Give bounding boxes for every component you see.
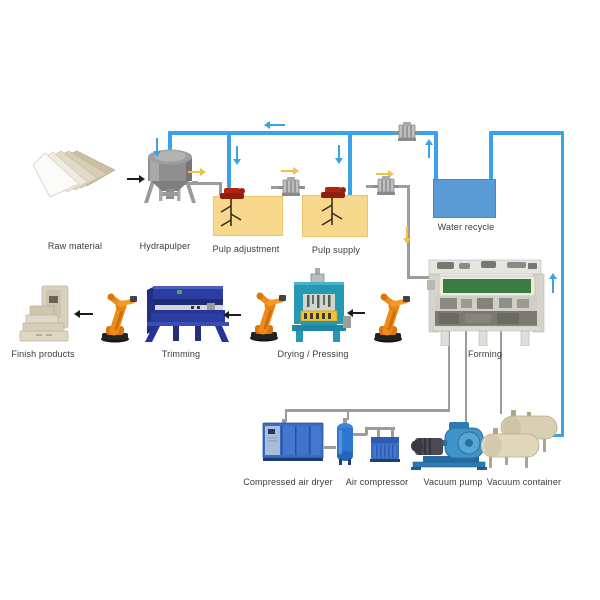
robot-arm-illustration [374, 293, 410, 343]
pump-icon [278, 177, 304, 196]
material-flow-left-arrow-icon [80, 313, 93, 315]
vacuum-pump-label: Vacuum pump [423, 477, 483, 487]
water-recycle-label: Water recycle [437, 222, 495, 232]
water-pipe-hydrapulper-drop [168, 131, 172, 153]
air-pipe-manifold-riser [365, 427, 368, 435]
raw-material-label: Raw material [47, 241, 103, 251]
compressed-air-dryer-label: Compressed air dryer [243, 477, 333, 487]
water-pipe-recycle-inlet [434, 131, 438, 181]
water-pipe-top-main [168, 131, 438, 135]
drying-pressing-machine-illustration [292, 268, 351, 342]
water-flow-down-arrow-icon [156, 138, 158, 151]
pulp-pipe-forming-in [407, 276, 435, 279]
pulp-pipe-forming-drop [407, 185, 410, 278]
air-pipe-tank-drop [346, 409, 349, 420]
water-pipe-adjustment-drop [227, 131, 231, 198]
agitator-icon [220, 188, 245, 227]
pulp-flow-right-arrow-icon [188, 171, 200, 173]
air-pipe-forming-left [447, 330, 450, 411]
finish-products-illustration [19, 285, 69, 342]
finish-products-label: Finish products [11, 349, 75, 359]
material-flow-left-arrow-icon [353, 312, 365, 314]
pulp-adjustment-tank [213, 196, 283, 236]
pulp-adjustment-label: Pulp adjustment [212, 244, 280, 254]
air-pipe-horizontal [285, 409, 450, 412]
air-compressor-unit-illustration [370, 437, 400, 462]
trimming-label: Trimming [161, 349, 201, 359]
robot-arm-illustration [250, 292, 286, 342]
water-pipe-recycle-outlet [489, 131, 493, 181]
water-recycle-tank [433, 179, 496, 218]
forming-label: Forming [467, 349, 503, 359]
air-receiver-tank-illustration [337, 418, 353, 465]
hydrapulper-illustration [144, 149, 198, 203]
vacuum-pipe-pump-drop [464, 330, 467, 425]
pulp-supply-label: Pulp supply [311, 245, 361, 255]
pulp-supply-tank [302, 195, 368, 237]
water-flow-down-arrow-icon [338, 145, 340, 158]
pulp-flow-down-arrow-icon [406, 226, 408, 238]
hydrapulper-label: Hydrapulper [139, 241, 191, 251]
compressed-air-dryer-illustration [262, 419, 324, 461]
water-flow-left-arrow-icon [270, 124, 285, 126]
material-flow-left-arrow-icon [229, 314, 241, 316]
vacuum-container-label: Vacuum container [486, 477, 562, 487]
pulp-pipe-hydrapulper-out [183, 182, 221, 185]
air-pipe-manifold-leg-1 [377, 427, 380, 438]
drying-pressing-label: Drying / Pressing [277, 349, 349, 359]
pulp-flow-right-arrow-icon [281, 170, 293, 172]
trimming-machine-illustration [145, 286, 229, 342]
vacuum-container-illustration [481, 410, 558, 468]
air-compressor-label: Air compressor [345, 477, 409, 487]
water-pipe-supply-drop [348, 131, 352, 197]
vacuum-pipe-container-drop [499, 330, 502, 414]
water-pipe-top-right [489, 131, 564, 135]
pulp-flow-right-arrow-icon [376, 173, 388, 175]
pump-icon [394, 122, 420, 141]
pulp-pipe-adjustment-in [219, 182, 222, 198]
robot-arm-illustration [101, 293, 137, 343]
material-flow-right-arrow-icon [127, 178, 139, 180]
water-pipe-right-riser [560, 131, 564, 437]
raw-material-illustration [33, 151, 116, 198]
water-flow-up-arrow-icon [428, 145, 430, 158]
air-pipe-dryer-drop [284, 409, 287, 422]
air-pipe-manifold-leg-2 [391, 427, 394, 438]
agitator-icon [321, 187, 346, 226]
air-pipe-tank-to-compressor [353, 433, 367, 436]
pump-icon [373, 176, 399, 195]
water-flow-up-arrow-icon [552, 279, 554, 293]
air-pipe-manifold [365, 427, 395, 430]
air-pipe-dryer-to-tank [324, 446, 336, 449]
water-flow-down-arrow-icon [236, 146, 238, 159]
vacuum-pump-illustration [411, 422, 487, 470]
forming-machine-illustration [427, 259, 545, 346]
